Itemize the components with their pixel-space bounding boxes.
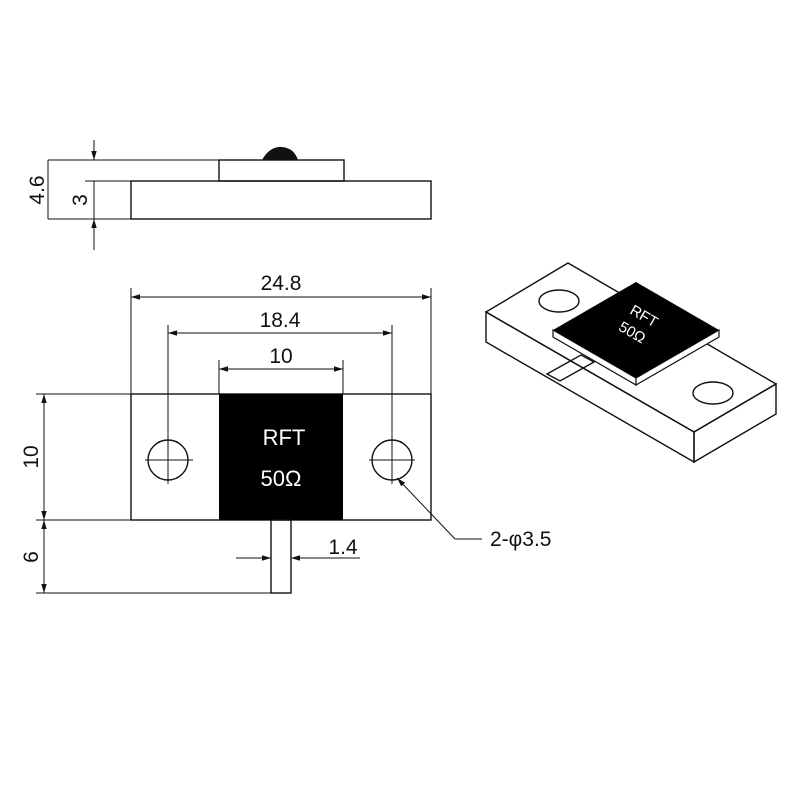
mounting-hole-right xyxy=(369,436,415,484)
side-view-base xyxy=(130,180,432,220)
lead-terminal xyxy=(270,519,292,594)
resistor-chip xyxy=(219,394,343,520)
side-base-height-label: 3 xyxy=(69,194,92,206)
flange-height-label: 10 xyxy=(20,445,43,468)
chip-brand-label: RFT xyxy=(263,425,306,450)
side-view-chip-layer xyxy=(218,159,345,182)
iso-hole-left xyxy=(538,289,580,313)
lead-width-label: 1.4 xyxy=(328,536,358,559)
mounting-hole-left xyxy=(145,436,193,484)
chip-width-label: 10 xyxy=(269,345,292,368)
iso-resistor-chip xyxy=(553,282,719,378)
iso-flange-side xyxy=(693,382,777,464)
side-total-height-label: 4.6 xyxy=(26,175,49,204)
iso-hole-right xyxy=(692,381,734,405)
overall-length-label: 24.8 xyxy=(261,272,302,295)
iso-lead xyxy=(545,354,596,382)
side-view: 4.6 3 xyxy=(26,140,432,250)
isometric-view: RFT 50Ω xyxy=(484,262,778,464)
hole-callout-label: 2-φ3.5 xyxy=(490,528,551,551)
lead-length-label: 6 xyxy=(20,551,43,563)
chip-rating-label: 50Ω xyxy=(261,466,302,491)
front-view: RFT 50Ω 24.8 18.4 10 xyxy=(20,272,551,594)
hole-spacing-label: 18.4 xyxy=(260,309,301,332)
side-view-solder-bump xyxy=(262,146,298,160)
